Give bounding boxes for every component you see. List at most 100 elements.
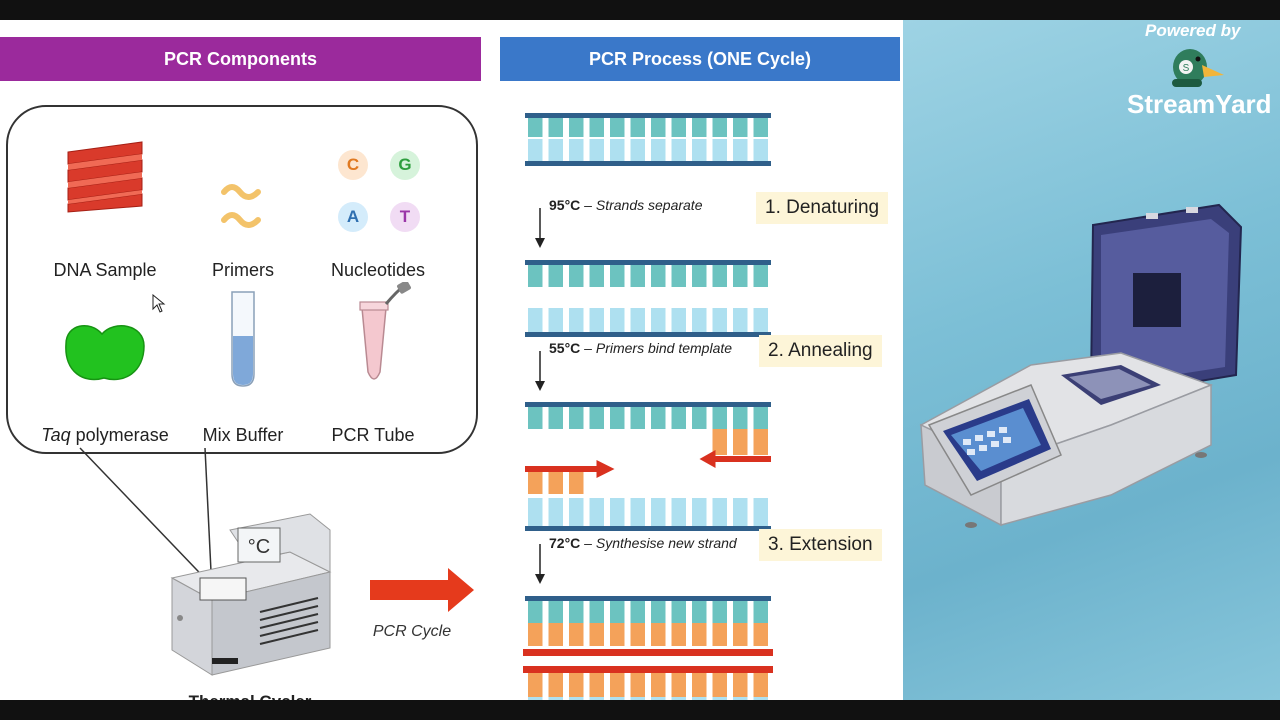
base-pair-bottom xyxy=(692,139,707,161)
pcr-cycle-arrow-icon xyxy=(370,568,474,612)
base-pair-top xyxy=(712,118,727,137)
extension-new-2 xyxy=(589,673,604,697)
annealing-base-top xyxy=(753,407,768,429)
extension-new-2 xyxy=(692,673,707,697)
separated-base-bottom xyxy=(610,308,625,332)
separated-base-top xyxy=(671,265,686,287)
extension-new-2 xyxy=(753,673,768,697)
base-pair-top xyxy=(692,118,707,137)
pcr-tube-label: PCR Tube xyxy=(331,425,415,445)
annealing-base-bottom xyxy=(528,498,543,526)
cycler-display: °C xyxy=(248,536,270,558)
mix-buffer-icon xyxy=(231,291,255,387)
extension-base-2 xyxy=(589,697,604,700)
separated-base-top xyxy=(692,265,707,287)
base-pair-top xyxy=(610,118,625,137)
components-header: PCR Components xyxy=(0,37,481,81)
dna-sample-label: DNA Sample xyxy=(53,260,157,280)
annealing-base-top xyxy=(630,407,645,429)
base-pair-top xyxy=(548,118,563,137)
nucleotide-c-icon: C xyxy=(338,150,368,180)
extension-base-1 xyxy=(671,601,686,623)
pcr-tube-icon xyxy=(359,282,411,380)
extension-new-1 xyxy=(548,623,563,646)
separated-base-bottom xyxy=(671,308,686,332)
base-pair-top xyxy=(753,118,768,137)
step-2-temp: 55°C – Primers bind template xyxy=(549,340,733,356)
slide-frame: PCR Components PCR Process (ONE Cycle) D… xyxy=(0,20,1280,700)
separated-base-top xyxy=(733,265,748,287)
extension-new-1 xyxy=(630,623,645,646)
base-pair-bottom xyxy=(548,139,563,161)
extension-new-2 xyxy=(712,673,727,697)
extension-base-1 xyxy=(610,601,625,623)
separated-base-bottom xyxy=(692,308,707,332)
primers-icon xyxy=(221,184,261,228)
extension-new-2 xyxy=(528,673,543,697)
extension-base-1 xyxy=(630,601,645,623)
extension-new-1 xyxy=(671,623,686,646)
annealing-base-bottom xyxy=(548,498,563,526)
separated-base-top xyxy=(569,265,584,287)
separated-base-top xyxy=(528,265,543,287)
extension-base-2 xyxy=(651,697,666,700)
template-backbone-top xyxy=(525,113,771,118)
separated-base-bottom xyxy=(733,308,748,332)
template-backbone-bottom xyxy=(525,161,771,166)
extension-base-1 xyxy=(548,601,563,623)
separated-base-top xyxy=(548,265,563,287)
primer-right-arrowhead xyxy=(699,450,716,468)
mouse-cursor-icon xyxy=(152,294,166,313)
svg-text:S: S xyxy=(1183,63,1190,74)
primer-base-right xyxy=(712,429,727,455)
annealing-base-bottom xyxy=(569,498,584,526)
callout-pointer xyxy=(79,447,219,593)
separated-base-bottom xyxy=(630,308,645,332)
separated-base-bottom xyxy=(753,308,768,332)
separated-backbone-bottom xyxy=(525,332,771,337)
streamyard-panel xyxy=(903,20,1280,700)
extension-new-2 xyxy=(569,673,584,697)
pcr-process-diagram xyxy=(523,113,773,700)
thermal-cycler-photo xyxy=(919,203,1243,528)
base-pair-top xyxy=(651,118,666,137)
primer-base-left xyxy=(548,472,563,494)
step-arrow-head xyxy=(535,238,545,248)
separated-base-bottom xyxy=(548,308,563,332)
extension-new-1 xyxy=(651,623,666,646)
extension-base-1 xyxy=(733,601,748,623)
separated-base-top xyxy=(753,265,768,287)
separated-base-top xyxy=(610,265,625,287)
annealing-base-bottom xyxy=(753,498,768,526)
extension-base-2 xyxy=(630,697,645,700)
base-pair-bottom xyxy=(589,139,604,161)
step-arrow-head xyxy=(535,574,545,584)
annealing-base-top xyxy=(610,407,625,429)
separated-base-bottom xyxy=(589,308,604,332)
base-pair-top xyxy=(528,118,543,137)
taq-polymerase-icon xyxy=(65,324,145,381)
extension-new-1 xyxy=(589,623,604,646)
extension-new-2 xyxy=(610,673,625,697)
extension-base-2 xyxy=(712,697,727,700)
separated-base-bottom xyxy=(569,308,584,332)
annealing-base-bottom xyxy=(733,498,748,526)
base-pair-top xyxy=(733,118,748,137)
annealing-base-top xyxy=(548,407,563,429)
separated-backbone-top xyxy=(525,260,771,265)
nucleotide-a-icon: A xyxy=(338,202,368,232)
annealing-base-bottom xyxy=(589,498,604,526)
extension-base-2 xyxy=(671,697,686,700)
base-pair-bottom xyxy=(753,139,768,161)
annealing-base-top xyxy=(651,407,666,429)
base-pair-bottom xyxy=(630,139,645,161)
nucleotides-label: Nucleotides xyxy=(330,260,426,280)
extension-new-strand-1 xyxy=(523,649,773,656)
taq-polymerase-label: Taq polymerase xyxy=(41,425,169,445)
extension-base-1 xyxy=(528,601,543,623)
mix-buffer-label: Mix Buffer xyxy=(202,425,284,445)
annealing-base-bottom xyxy=(651,498,666,526)
thermal-cycler-icon: °C xyxy=(170,513,332,676)
separated-base-bottom xyxy=(528,308,543,332)
step-1-temp: 95°C – Strands separate xyxy=(549,197,703,213)
